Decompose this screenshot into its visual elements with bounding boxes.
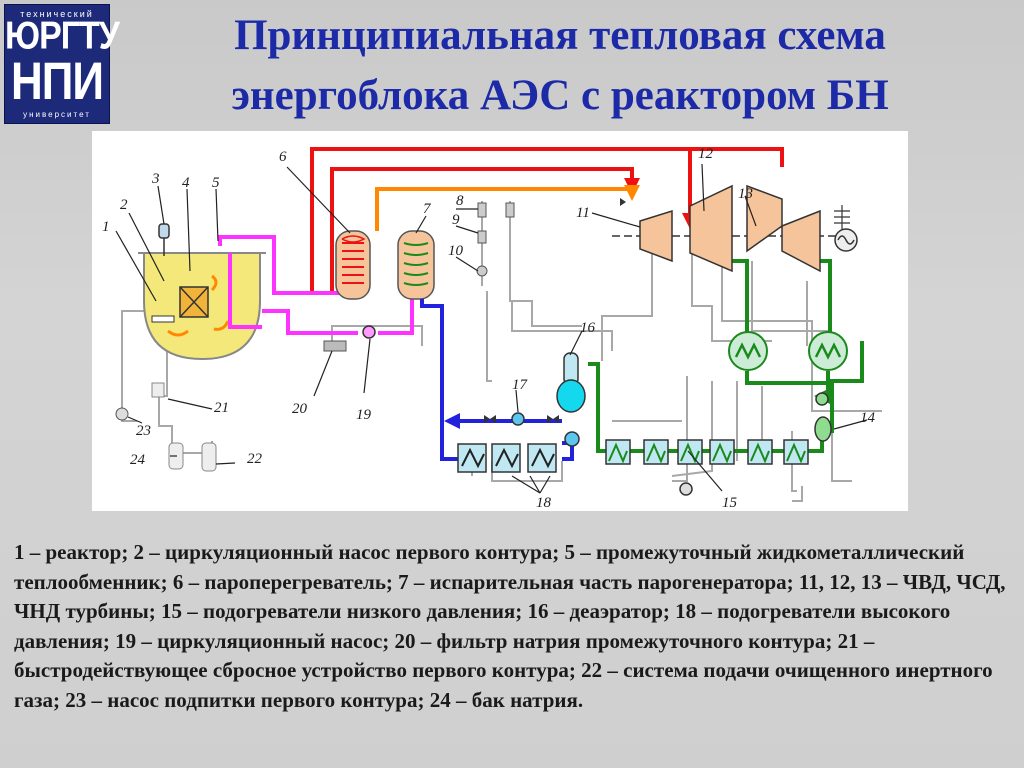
title-line-1: Принципиальная тепловая схема [234,12,886,59]
label-16: 16 [580,320,596,336]
turbine-11-12-13 [612,184,858,273]
pump-23 [115,407,129,421]
feedwater-lines [420,299,574,461]
label-20: 20 [292,401,308,417]
label-13: 13 [738,186,753,202]
label-1: 1 [102,219,110,235]
logo-top-text: технический [20,9,94,19]
valve-right [547,415,559,423]
gas-system-22 [201,442,217,472]
label-24: 24 [130,452,146,468]
filter-14 [814,416,832,442]
label-4: 4 [182,175,190,191]
thermal-scheme-diagram: 1 2 3 4 5 6 7 8 9 10 11 12 13 14 15 16 1… [92,131,908,511]
label-12: 12 [698,146,714,162]
label-7: 7 [423,201,432,217]
label-19: 19 [356,407,372,423]
pump-14 [815,392,829,406]
label-6: 6 [279,149,287,165]
component-3 [158,223,170,239]
university-logo: технический ЮРГТУ НПИ университет [4,4,120,124]
logo-line-2: НПИ [10,52,104,111]
label-11: 11 [576,205,590,221]
condensers [728,331,848,371]
deaerator-16 [556,352,586,447]
label-10: 10 [448,243,464,259]
leader-lines [115,163,868,494]
component-21 [151,382,165,398]
superheater-6 [335,230,371,300]
legend-caption: 1 – реактор; 2 – циркуляционный насос пе… [14,540,1006,712]
reheat-steam-line [375,185,640,231]
label-21: 21 [214,400,229,416]
lp-heaters-15 [605,439,809,496]
component-labels: 1 2 3 4 5 6 7 8 9 10 11 12 13 14 15 16 1… [102,146,876,511]
component-9 [477,230,487,244]
title-line-2: энергоблока АЭС с реактором БН [231,72,889,119]
label-17: 17 [512,377,529,393]
label-23: 23 [136,423,151,439]
component-8 [477,202,487,218]
logo-bottom-text: университет [23,110,91,119]
label-9: 9 [452,212,460,228]
label-14: 14 [860,410,876,426]
valve-left [484,415,496,423]
label-2: 2 [120,197,128,213]
evaporator-7 [397,230,435,300]
scheme-svg: 1 2 3 4 5 6 7 8 9 10 11 12 13 14 15 16 1… [102,146,882,511]
label-15: 15 [722,495,738,511]
logo-line-1: ЮРГТУ [5,14,120,58]
label-3: 3 [151,171,160,187]
pump-19 [362,325,376,339]
label-18: 18 [536,495,552,511]
label-8: 8 [456,193,464,209]
slide-title: Принципиальная тепловая схема энергоблок… [130,6,990,126]
component-10 [476,265,488,277]
label-22: 22 [247,451,263,467]
label-5: 5 [212,175,220,191]
filter-20 [323,340,347,352]
pump-17 [511,412,525,426]
hp-heaters-18 [457,443,557,473]
